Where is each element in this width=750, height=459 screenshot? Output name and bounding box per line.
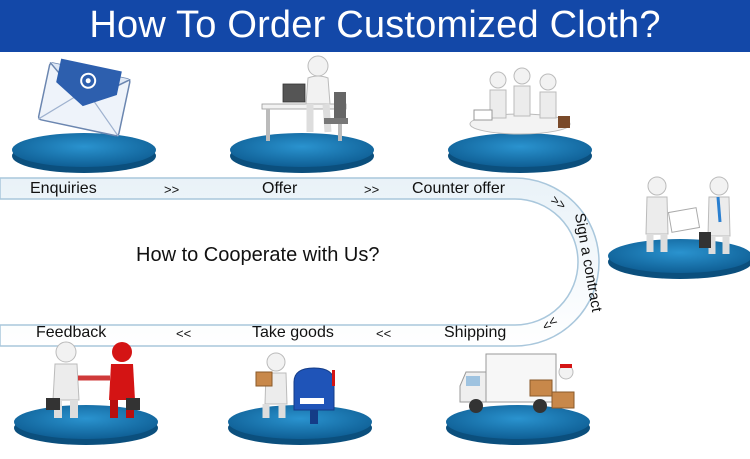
center-heading: How to Cooperate with Us?	[136, 244, 380, 266]
mailbox-icon	[255, 352, 335, 424]
process-track	[0, 177, 600, 347]
desk-worker-icon	[261, 55, 348, 141]
delivery-truck-icon	[459, 353, 575, 413]
page-title: How To Order Customized Cloth?	[89, 4, 661, 46]
step-enquiries: Enquiries	[30, 180, 97, 197]
handshake-contract-icon	[645, 176, 731, 254]
disc-counter-offer	[448, 133, 592, 173]
disc-enquiries	[12, 133, 156, 173]
step-feedback: Feedback	[36, 324, 107, 341]
backward-arrow-1: <<	[376, 326, 392, 341]
forward-arrow-1: >>	[164, 182, 180, 197]
envelope-icon	[37, 58, 131, 137]
disc-take-goods	[228, 405, 372, 445]
disc-shipping	[446, 405, 590, 445]
title-banner: How To Order Customized Cloth?	[0, 0, 750, 52]
backward-arrow-2: <<	[176, 326, 192, 341]
forward-arrow-2: >>	[364, 182, 380, 197]
step-take-goods: Take goods	[252, 324, 334, 341]
disc-offer	[230, 133, 374, 173]
disc-feedback	[14, 405, 158, 445]
step-shipping: Shipping	[444, 324, 507, 341]
meeting-icon	[469, 67, 571, 135]
step-offer: Offer	[262, 180, 298, 197]
handshake-icon	[46, 341, 140, 418]
step-counter-offer: Counter offer	[412, 180, 506, 197]
